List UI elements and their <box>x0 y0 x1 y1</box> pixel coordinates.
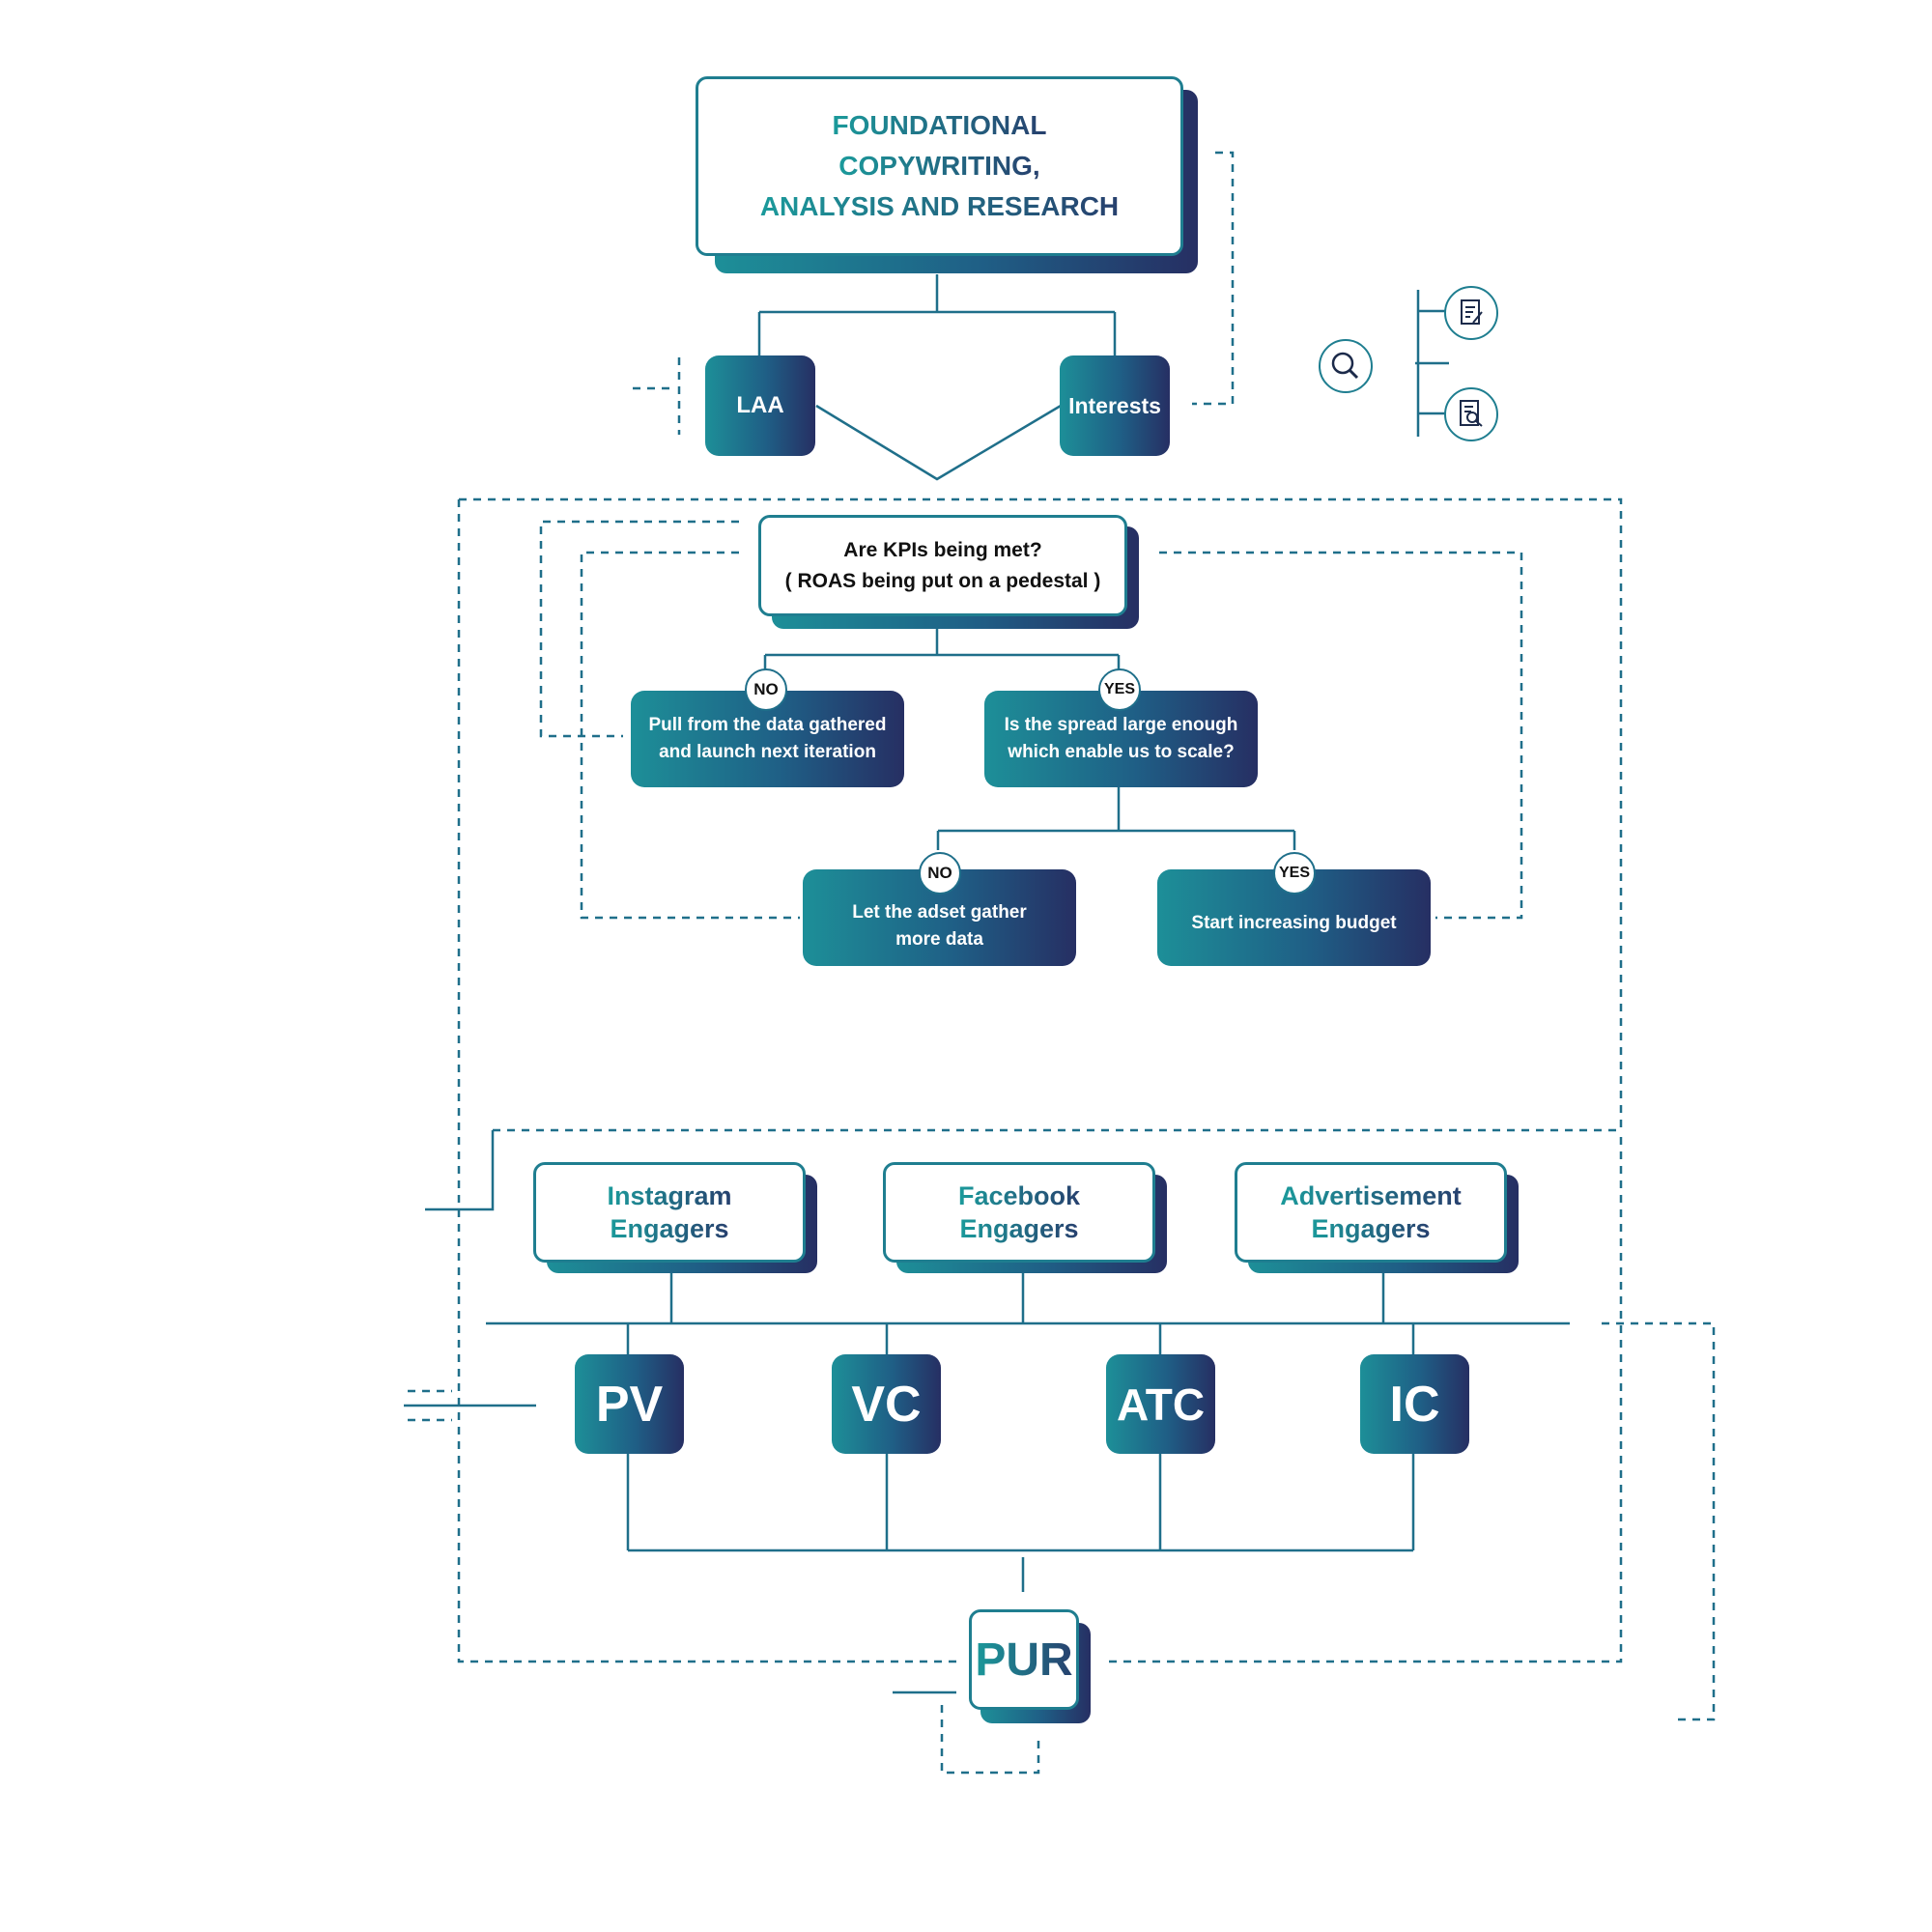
vc-node: VC <box>832 1354 941 1454</box>
spread-line-2: which enable us to scale? <box>1008 742 1235 762</box>
search-icon <box>1319 339 1373 393</box>
ic-label: IC <box>1389 1376 1440 1433</box>
interests-label: Interests <box>1068 392 1161 418</box>
gather-line-2: more data <box>895 929 983 950</box>
advertisement-line-2: Engagers <box>1311 1214 1431 1243</box>
yes-badge-2: YES <box>1273 852 1316 895</box>
instagram-line-1: Instagram <box>607 1181 732 1210</box>
atc-node: ATC <box>1106 1354 1215 1454</box>
no-badge-2: NO <box>919 852 961 895</box>
pull-data-line-1: Pull from the data gathered <box>648 715 887 735</box>
laa-label: LAA <box>736 392 784 418</box>
instagram-line-2: Engagers <box>610 1214 729 1243</box>
vc-label: VC <box>851 1376 922 1433</box>
kpi-node: Are KPIs being met? ( ROAS being put on … <box>758 515 1140 629</box>
document-edit-icon <box>1444 286 1498 340</box>
facebook-line-2: Engagers <box>959 1214 1079 1243</box>
pur-node: PUR <box>969 1609 1091 1723</box>
document-search-icon <box>1444 387 1498 441</box>
foundational-line-1: FOUNDATIONAL <box>833 105 1047 146</box>
yes-badge-1-label: YES <box>1103 681 1135 697</box>
instagram-engagers-node: Instagram Engagers <box>533 1162 818 1273</box>
pv-label: PV <box>595 1376 664 1433</box>
atc-label: ATC <box>1116 1378 1206 1430</box>
foundational-node: FOUNDATIONAL COPYWRITING, ANALYSIS AND R… <box>696 76 1198 274</box>
no-badge-2-label: NO <box>927 864 952 882</box>
laa-node: LAA <box>705 355 815 456</box>
spread-question-node: Is the spread large enough which enable … <box>984 691 1258 787</box>
foundational-line-3: ANALYSIS AND RESEARCH <box>760 186 1119 227</box>
ic-node: IC <box>1360 1354 1469 1454</box>
no-badge-1: NO <box>745 668 787 711</box>
no-badge-1-label: NO <box>753 680 779 698</box>
foundational-line-2: COPYWRITING, <box>838 146 1039 186</box>
kpi-line-2: ( ROAS being put on a pedestal ) <box>784 569 1101 592</box>
increase-budget-label: Start increasing budget <box>1191 913 1397 933</box>
kpi-line-1: Are KPIs being met? <box>843 538 1042 561</box>
spread-line-1: Is the spread large enough <box>1004 715 1238 735</box>
advertisement-line-1: Advertisement <box>1280 1181 1462 1210</box>
pur-label: PUR <box>975 1634 1073 1686</box>
pull-data-line-2: and launch next iteration <box>659 742 876 762</box>
pv-node: PV <box>575 1354 684 1454</box>
gather-line-1: Let the adset gather <box>852 902 1027 923</box>
advertisement-engagers-node: Advertisement Engagers <box>1235 1162 1520 1273</box>
facebook-line-1: Facebook <box>957 1181 1081 1210</box>
interests-node: Interests <box>1060 355 1170 456</box>
facebook-engagers-node: Facebook Engagers <box>883 1162 1168 1273</box>
yes-badge-2-label: YES <box>1278 865 1310 881</box>
yes-badge-1: YES <box>1098 668 1141 711</box>
